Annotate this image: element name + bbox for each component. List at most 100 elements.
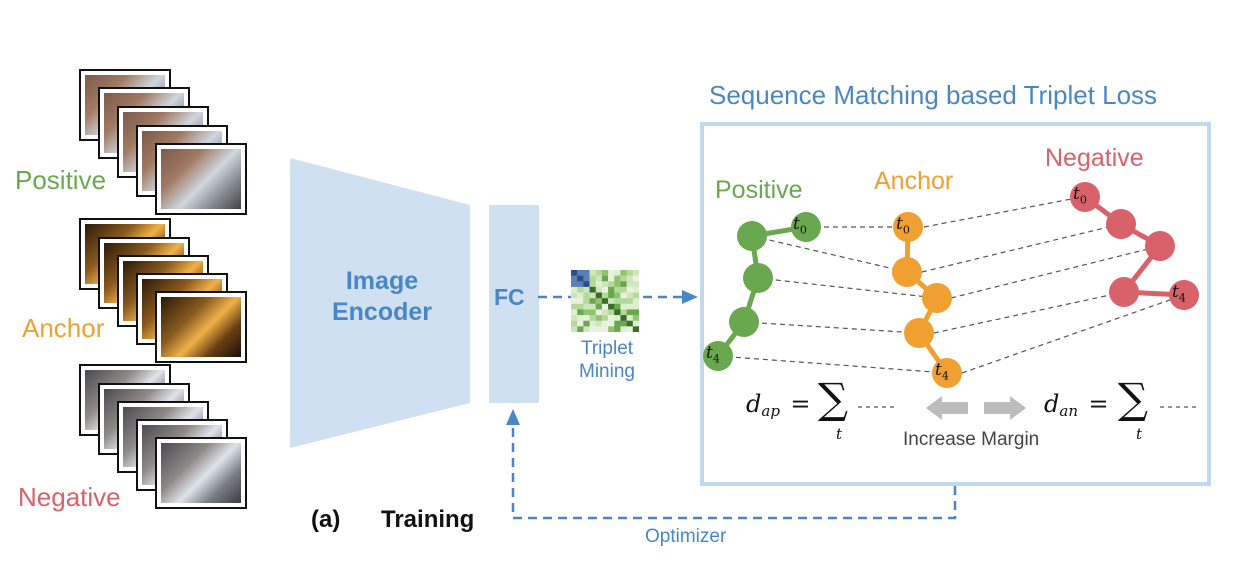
mining-matrix-cell: [620, 298, 627, 305]
optimizer-arrowhead: [506, 409, 520, 425]
anchor-frame-5: [155, 291, 247, 363]
negative-t0-label: t0: [1073, 184, 1087, 207]
mining-matrix-cell: [601, 326, 609, 332]
mining-matrix-cell: [632, 292, 639, 299]
dap-equals: =: [790, 390, 811, 418]
negative-node-3: [1109, 277, 1139, 307]
triplet-mining-line1: Triplet: [580, 338, 634, 359]
loss-negative-label: Negative: [1045, 144, 1144, 172]
image-encoder-label-line2: Encoder: [331, 298, 433, 326]
mining-matrix-cell: [620, 281, 627, 288]
increase-margin-label: Increase Margin: [903, 429, 1040, 450]
mining-matrix-cell: [595, 270, 603, 276]
mining-matrix-cell: [620, 326, 627, 332]
mining-matrix-cell: [577, 292, 584, 299]
mining-matrix-cell: [614, 281, 621, 288]
mining-matrix-cell: [626, 309, 634, 316]
mining-matrix-cell: [614, 286, 621, 293]
mining-matrix-cell: [626, 298, 634, 305]
margin-arrow-left: [926, 396, 968, 420]
negative-node-2: [1145, 231, 1175, 261]
positive-frame-5: [155, 143, 247, 215]
fc-label: FC: [494, 284, 525, 310]
positive-sequence-nodes: [703, 212, 821, 371]
mining-matrix-cell: [583, 326, 590, 332]
mining-matrix-cell: [577, 309, 584, 316]
fc-to-loss-arrowhead: [682, 290, 698, 304]
dap-subscript: ap: [761, 402, 780, 421]
negative-t4-label: t4: [1172, 282, 1186, 305]
mining-matrix-cell: [614, 275, 621, 282]
mining-matrix-cell: [589, 292, 597, 299]
correspondence-lines: [717, 196, 1185, 374]
mining-matrix-cell: [589, 326, 597, 332]
mining-matrix-cell: [571, 298, 578, 305]
mining-matrix-cell: [620, 275, 627, 282]
mining-matrix-cell: [632, 281, 639, 288]
mining-matrix-cell: [571, 281, 578, 288]
mining-matrix-cell: [632, 270, 639, 276]
mining-matrix-cell: [620, 303, 627, 310]
mining-matrix-cell: [632, 326, 639, 332]
mining-matrix-cell: [601, 270, 609, 276]
fc-block: [489, 205, 539, 403]
mining-matrix-cell: [595, 292, 603, 299]
mining-matrix-cell: [583, 320, 590, 327]
mining-matrix-cell: [620, 286, 627, 293]
negative-sequence-nodes: [1070, 182, 1199, 310]
mining-matrix-cell: [583, 303, 590, 310]
optimizer-path: [511, 425, 957, 520]
mining-matrix-cell: [626, 286, 634, 293]
mining-matrix-cell: [589, 298, 597, 305]
mining-matrix-cell: [608, 270, 615, 276]
negative-node-1: [1106, 209, 1136, 239]
mining-matrix-cell: [583, 298, 590, 305]
positive-node-3: [729, 307, 759, 337]
mining-matrix-cell: [608, 326, 615, 332]
mining-matrix-cell: [577, 298, 584, 305]
mining-matrix-cell: [614, 292, 621, 299]
image-encoder-label: Image Encoder: [327, 266, 437, 328]
mining-matrix-cell: [571, 275, 578, 282]
margin-arrow-right: [984, 396, 1026, 420]
mining-matrix-cell: [583, 286, 590, 293]
mining-matrix-cell: [632, 303, 639, 310]
triplet-mining-line2: Mining: [579, 361, 635, 382]
mining-matrix-cell: [595, 275, 603, 282]
dan-symbol: d: [1044, 390, 1060, 418]
anchor-node-1: [892, 257, 922, 287]
dap-sum-symbol: ∑: [818, 374, 848, 423]
mining-matrix-cell: [577, 303, 584, 310]
dan-equals: =: [1088, 390, 1109, 418]
mining-matrix-cell: [583, 309, 590, 316]
mining-matrix-cell: [583, 270, 590, 276]
mining-matrix-cell: [601, 303, 609, 310]
mining-matrix-cell: [589, 270, 597, 276]
mining-matrix-cell: [620, 309, 627, 316]
triplet-mining-matrix: [571, 270, 639, 332]
mining-matrix-cell: [626, 326, 634, 332]
dan-formula: dan =: [1044, 390, 1115, 420]
caption-text: Training: [381, 506, 475, 533]
mining-matrix-cell: [608, 281, 615, 288]
mining-matrix-cell: [614, 326, 621, 332]
dan-subscript: an: [1059, 402, 1078, 421]
positive-t4-label: t4: [706, 343, 720, 366]
negative-label: Negative: [18, 482, 121, 512]
mining-matrix-cell: [571, 320, 578, 327]
mining-matrix-cell: [608, 309, 615, 316]
anchor-sequence-nodes: [892, 212, 962, 388]
anchor-node-2: [922, 283, 952, 313]
anchor-t4-label: t4: [935, 360, 949, 383]
mining-matrix-cell: [583, 315, 590, 322]
caption-tag: (a): [311, 506, 341, 533]
mining-matrix-cell: [626, 281, 634, 288]
loss-anchor-label: Anchor: [874, 167, 954, 195]
mining-matrix-cell: [577, 315, 584, 322]
mining-matrix-cell: [577, 281, 584, 288]
mining-matrix-cell: [583, 281, 590, 288]
mining-matrix-cell: [601, 320, 609, 327]
mining-matrix-cell: [601, 281, 609, 288]
mining-matrix-cell: [571, 315, 578, 322]
dan-sum-symbol: ∑: [1118, 374, 1148, 423]
